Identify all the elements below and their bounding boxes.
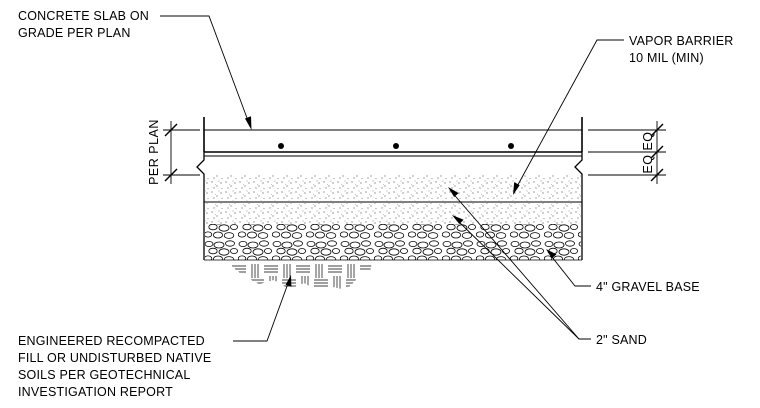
- callout-native-soil-line4: INVESTIGATION REPORT: [18, 385, 173, 399]
- arrowhead: [513, 182, 520, 195]
- dimension-tick: [650, 145, 664, 159]
- leader-sand-upper: [449, 189, 580, 340]
- callout-native-soil-line1: ENGINEERED RECOMPACTED: [18, 334, 205, 348]
- leader-vapor-barrier: [513, 39, 624, 193]
- callout-native-soil: ENGINEERED RECOMPACTED FILL OR UNDISTURB…: [18, 334, 211, 399]
- callout-native-soil-line2: FILL OR UNDISTURBED NATIVE: [18, 351, 211, 365]
- rebar-dot: [393, 143, 399, 149]
- rebar-dot: [508, 143, 514, 149]
- leader-arrowheads: [245, 116, 557, 287]
- callout-native-soil-line3: SOILS PER GEOTECHNICAL: [18, 368, 191, 382]
- arrowhead: [285, 275, 292, 287]
- leader-lines: [160, 15, 624, 342]
- rebar-dot: [278, 143, 284, 149]
- dimension-tick: [650, 123, 664, 137]
- native-soil-hatch: [232, 264, 372, 290]
- leader-concrete-slab: [160, 15, 251, 127]
- callout-concrete-slab-line2: GRADE PER PLAN: [18, 26, 131, 40]
- dimension-per-plan: PER PLAN: [147, 119, 200, 185]
- per-plan-dimension-label: PER PLAN: [147, 119, 161, 185]
- callout-vapor-barrier: VAPOR BARRIER 10 MIL (MIN): [629, 34, 733, 65]
- leader-gravel-base: [547, 251, 591, 287]
- callout-vapor-barrier-line1: VAPOR BARRIER: [629, 34, 733, 48]
- callout-vapor-barrier-line2: 10 MIL (MIN): [629, 51, 704, 65]
- dimension-tick: [164, 123, 178, 137]
- eq-dimension-label-top: EQ: [641, 131, 655, 150]
- arrowhead: [452, 215, 464, 224]
- arrowhead: [245, 116, 252, 130]
- sand-layer-lower: [205, 203, 581, 224]
- arrowhead: [546, 249, 557, 259]
- dimension-tick: [164, 168, 178, 182]
- leader-native-soil: [233, 277, 291, 342]
- left-break-line: [196, 152, 205, 260]
- section-layers: [196, 117, 583, 290]
- callout-sand: 2" SAND: [596, 333, 647, 347]
- callout-concrete-slab-line1: CONCRETE SLAB ON: [18, 9, 149, 23]
- dimension-eq-eq: EQ EQ: [588, 121, 666, 184]
- callout-concrete-slab: CONCRETE SLAB ON GRADE PER PLAN: [18, 9, 149, 40]
- right-break-line: [574, 152, 583, 260]
- arrowhead: [448, 187, 459, 197]
- callout-gravel-base: 4" GRAVEL BASE: [596, 280, 700, 294]
- eq-dimension-label-bottom: EQ: [641, 154, 655, 173]
- dimension-tick: [650, 168, 664, 182]
- sand-layer-upper: [205, 175, 581, 201]
- gravel-base-layer: [205, 224, 581, 260]
